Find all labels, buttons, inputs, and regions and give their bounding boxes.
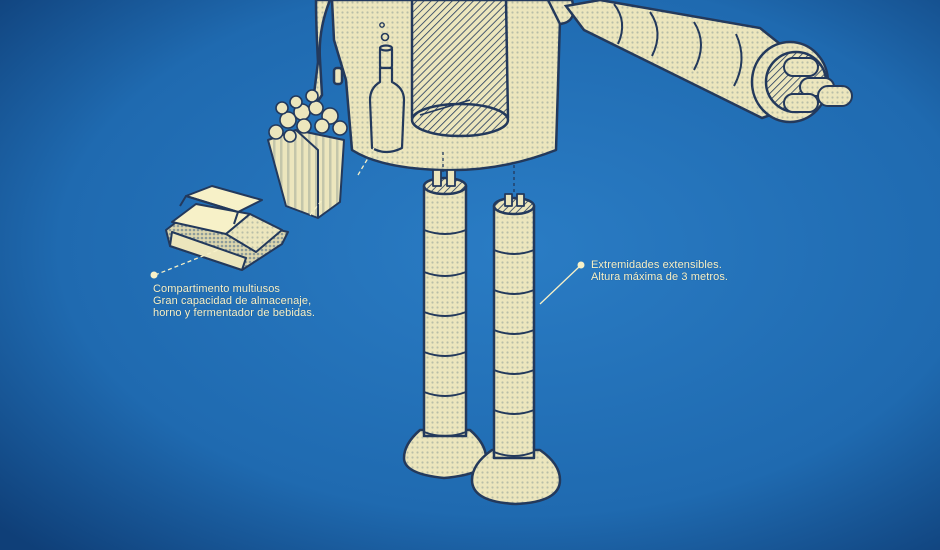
callout-storage: Compartimento multiusos Gran capacidad d… — [153, 283, 315, 319]
right-leg — [470, 193, 562, 506]
callout-storage-line-1: Compartimento multiusos — [153, 283, 281, 295]
callout-storage-line-2: Gran capacidad de almacenaje, — [153, 295, 312, 307]
popcorn-icon — [267, 89, 348, 219]
leader-lines — [154, 147, 581, 305]
gold-bars-icon — [165, 185, 289, 271]
bottle-icon — [368, 22, 406, 154]
callout-legs-line-2: Altura máxima de 3 metros. — [591, 271, 729, 283]
leader-dot-storage — [150, 271, 158, 279]
robot-torso — [310, 0, 575, 172]
left-leg — [402, 169, 488, 480]
callout-storage-line-3: horno y fermentador de bebidas. — [153, 307, 316, 319]
callout-legs: Extremidades extensibles. Altura máxima … — [591, 259, 728, 283]
robot-arm — [563, 0, 853, 124]
callout-legs-line-1: Extremidades extensibles. — [591, 259, 722, 271]
leader-dot-legs — [577, 261, 585, 269]
